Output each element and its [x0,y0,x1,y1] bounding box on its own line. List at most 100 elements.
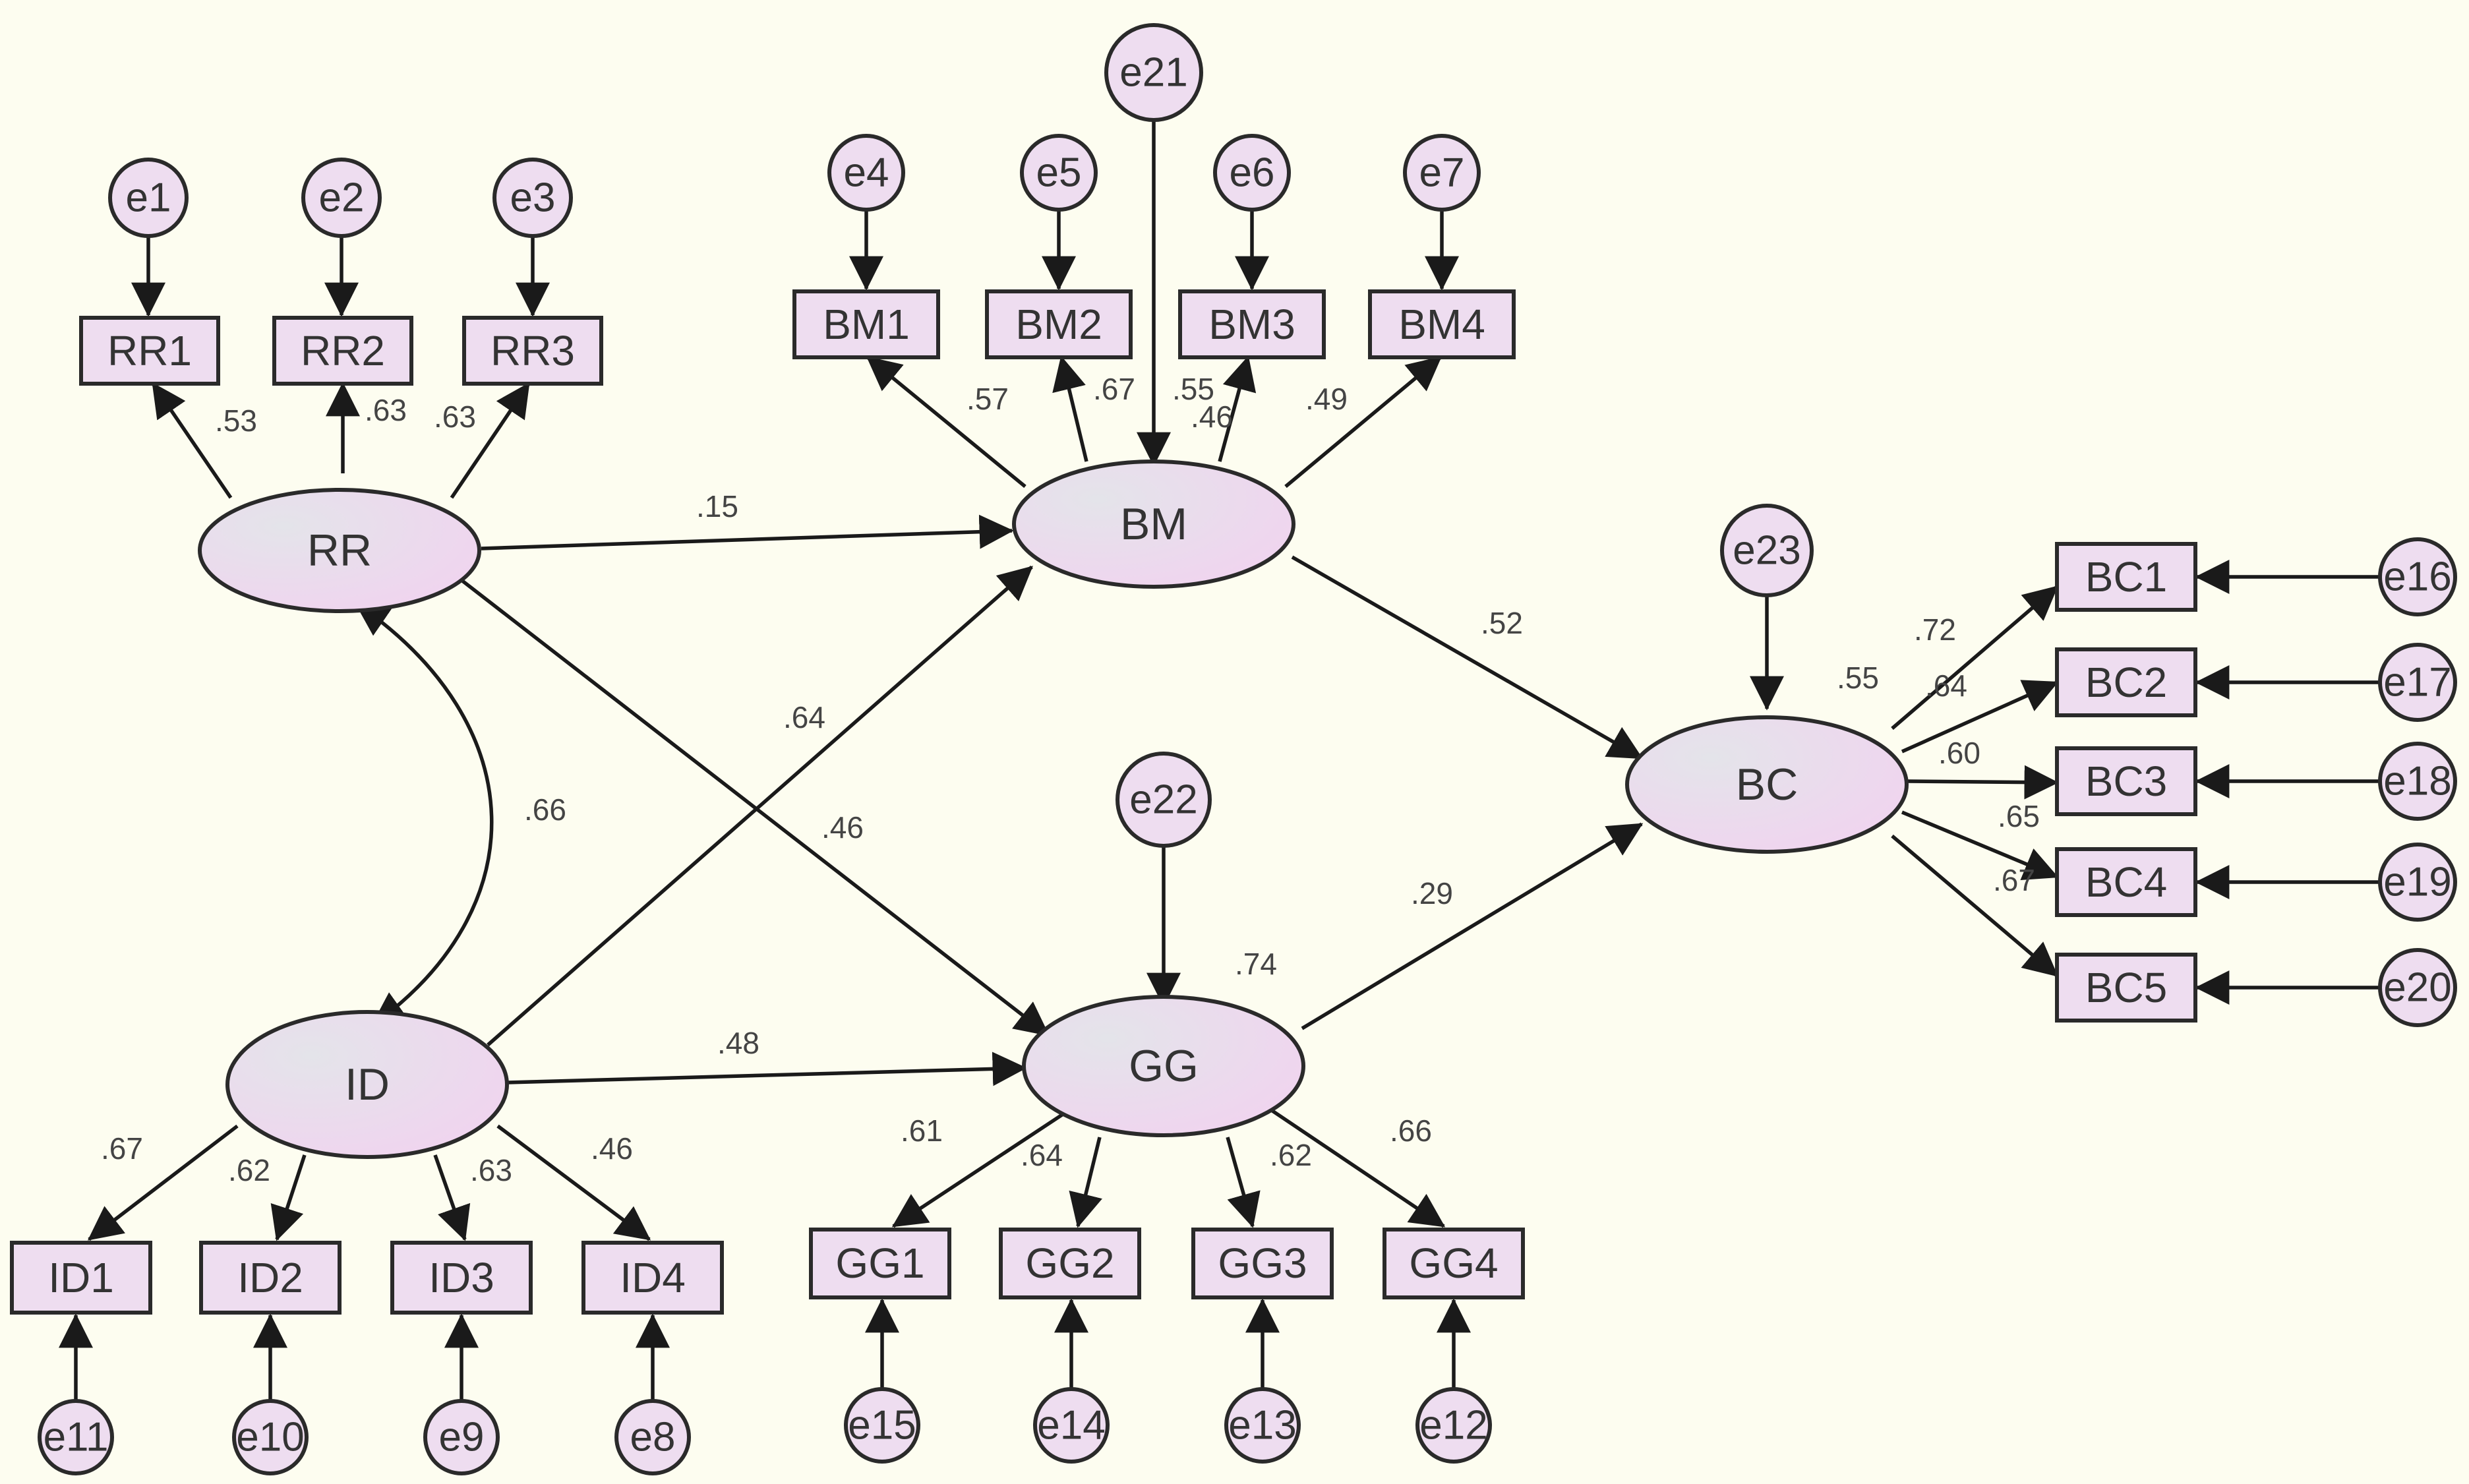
error-e23: e23 [1720,504,1814,597]
edge-gg-gg1 [891,1109,1069,1228]
edge-bc-bc4 [1901,810,2059,880]
coef-bc-bc2: .64 [1925,668,1967,703]
coef-gg-gg3: .62 [1270,1138,1312,1172]
coef-rr-id: .66 [524,792,566,827]
latent-variables: RR BM BC GG ID [198,460,1909,1159]
indicator-rr3: RR3 [462,316,603,386]
indicator-rr1: RR1 [79,316,220,386]
indicator-rr2: RR2 [272,316,413,386]
indicator-bm2: BM2 [985,289,1133,359]
indicator-gg2: GG2 [999,1228,1141,1299]
error-e12-label: e12 [1419,1403,1487,1448]
edge-bc-bc1 [1891,585,2058,730]
coef-id-bm: .64 [783,700,825,734]
coef-bc-bc1: .72 [1914,612,1956,647]
error-e22-label: e22 [1129,777,1197,823]
indicator-id2-label: ID2 [237,1254,303,1301]
indicator-id1-label: ID1 [48,1254,114,1301]
coef-gg-gg1: .61 [901,1113,943,1148]
coef-r2-bc: .55 [1837,661,1879,695]
coef-bm-bc: .52 [1481,606,1523,640]
coef-bm-bm4: .49 [1305,382,1348,416]
indicator-gg1-label: GG1 [835,1239,924,1287]
edge-id-id3 [433,1154,471,1241]
indicator-bm4: BM4 [1368,289,1516,359]
latent-bc: BC [1625,715,1909,854]
coef-r2-gg: .74 [1235,947,1277,981]
error-e21: e21 [1104,23,1203,122]
coef-bc-bc3: .60 [1938,736,1980,770]
indicator-rr2-label: RR2 [301,327,385,374]
error-e20-label: e20 [2383,965,2451,1011]
edge-bm-bm3 [1218,355,1257,462]
coef-gg-bc: .29 [1411,876,1453,910]
indicator-gg3: GG3 [1191,1228,1334,1299]
error-e17: e17 [2378,643,2457,722]
coef-bc-bc4: .65 [1998,799,2040,833]
error-e8: e8 [614,1399,691,1475]
edge-rr-gg [460,578,1050,1037]
edge-bm-bm1 [866,355,1026,489]
indicator-bc1: BC1 [2055,542,2197,612]
error-e14: e14 [1033,1387,1110,1464]
error-e21-label: e21 [1119,50,1187,96]
latent-gg: GG [1022,995,1305,1137]
error-e19: e19 [2378,843,2457,922]
error-e16-label: e16 [2383,554,2451,600]
edge-id-gg [507,1052,1027,1086]
error-e11-label: e11 [44,1415,109,1460]
indicator-rr1-label: RR1 [107,327,192,374]
indicator-bm2-label: BM2 [1015,301,1102,348]
edge-gg-gg3 [1226,1137,1261,1228]
indicator-id2: ID2 [199,1241,342,1315]
coef-rr-bm: .15 [696,489,738,523]
edge-bm-bm4 [1284,355,1442,489]
edge-id-bm [487,565,1033,1047]
indicator-gg3-label: GG3 [1218,1239,1307,1287]
edge-id-id1 [87,1124,239,1241]
coef-rr-gg: .46 [821,810,864,845]
indicator-bm3: BM3 [1178,289,1326,359]
indicator-id4-label: ID4 [620,1254,686,1301]
indicator-id3-label: ID3 [429,1254,494,1301]
coef-gg-gg2: .64 [1021,1138,1063,1172]
coef-id-id3: .63 [470,1153,512,1187]
indicator-bm1-label: BM1 [823,301,910,348]
error-e1: e1 [108,158,189,238]
indicators: RR1 RR2 RR3 BM1 BM2 BM3 BM4 BC1 BC2 BC3 … [10,289,2197,1315]
latent-rr-label: RR [307,525,372,576]
edge-bc-bc2 [1901,680,2059,754]
edge-rr-rr1 [151,382,233,499]
edge-rr-id-covariance [354,601,494,1027]
coef-id-id1: .67 [101,1131,143,1166]
indicator-id1: ID1 [10,1241,152,1315]
coef-id-gg: .48 [717,1026,759,1060]
coef-bm-bm3a: .55 [1172,372,1214,406]
coef-gg-gg4: .66 [1390,1113,1432,1148]
indicator-rr3-label: RR3 [491,327,575,374]
error-e23-label: e23 [1733,528,1800,574]
error-e4: e4 [827,134,905,212]
indicator-bm4-label: BM4 [1398,301,1485,348]
edge-rr-rr3 [450,382,531,499]
coef-bc-bc5: .67 [1993,863,2035,897]
coef-rr-rr3: .63 [434,400,476,434]
error-e3-label: e3 [510,175,556,221]
edge-bc-bc5 [1891,834,2058,978]
latent-bm-label: BM [1120,499,1187,549]
error-e9: e9 [423,1399,500,1475]
indicator-gg2-label: GG2 [1025,1239,1114,1287]
latent-bm: BM [1012,460,1295,589]
indicator-gg4-label: GG4 [1409,1239,1498,1287]
error-e15-label: e15 [848,1403,916,1448]
error-e3: e3 [492,158,573,238]
indicator-bc2: BC2 [2055,647,2197,717]
indicator-bc3: BC3 [2055,746,2197,816]
error-e22: e22 [1116,752,1212,848]
latent-id: ID [225,1010,509,1159]
edge-gg-bc [1301,822,1644,1030]
error-e15: e15 [844,1387,920,1464]
indicator-bc5-label: BC5 [2085,964,2168,1011]
error-e6: e6 [1213,134,1291,212]
